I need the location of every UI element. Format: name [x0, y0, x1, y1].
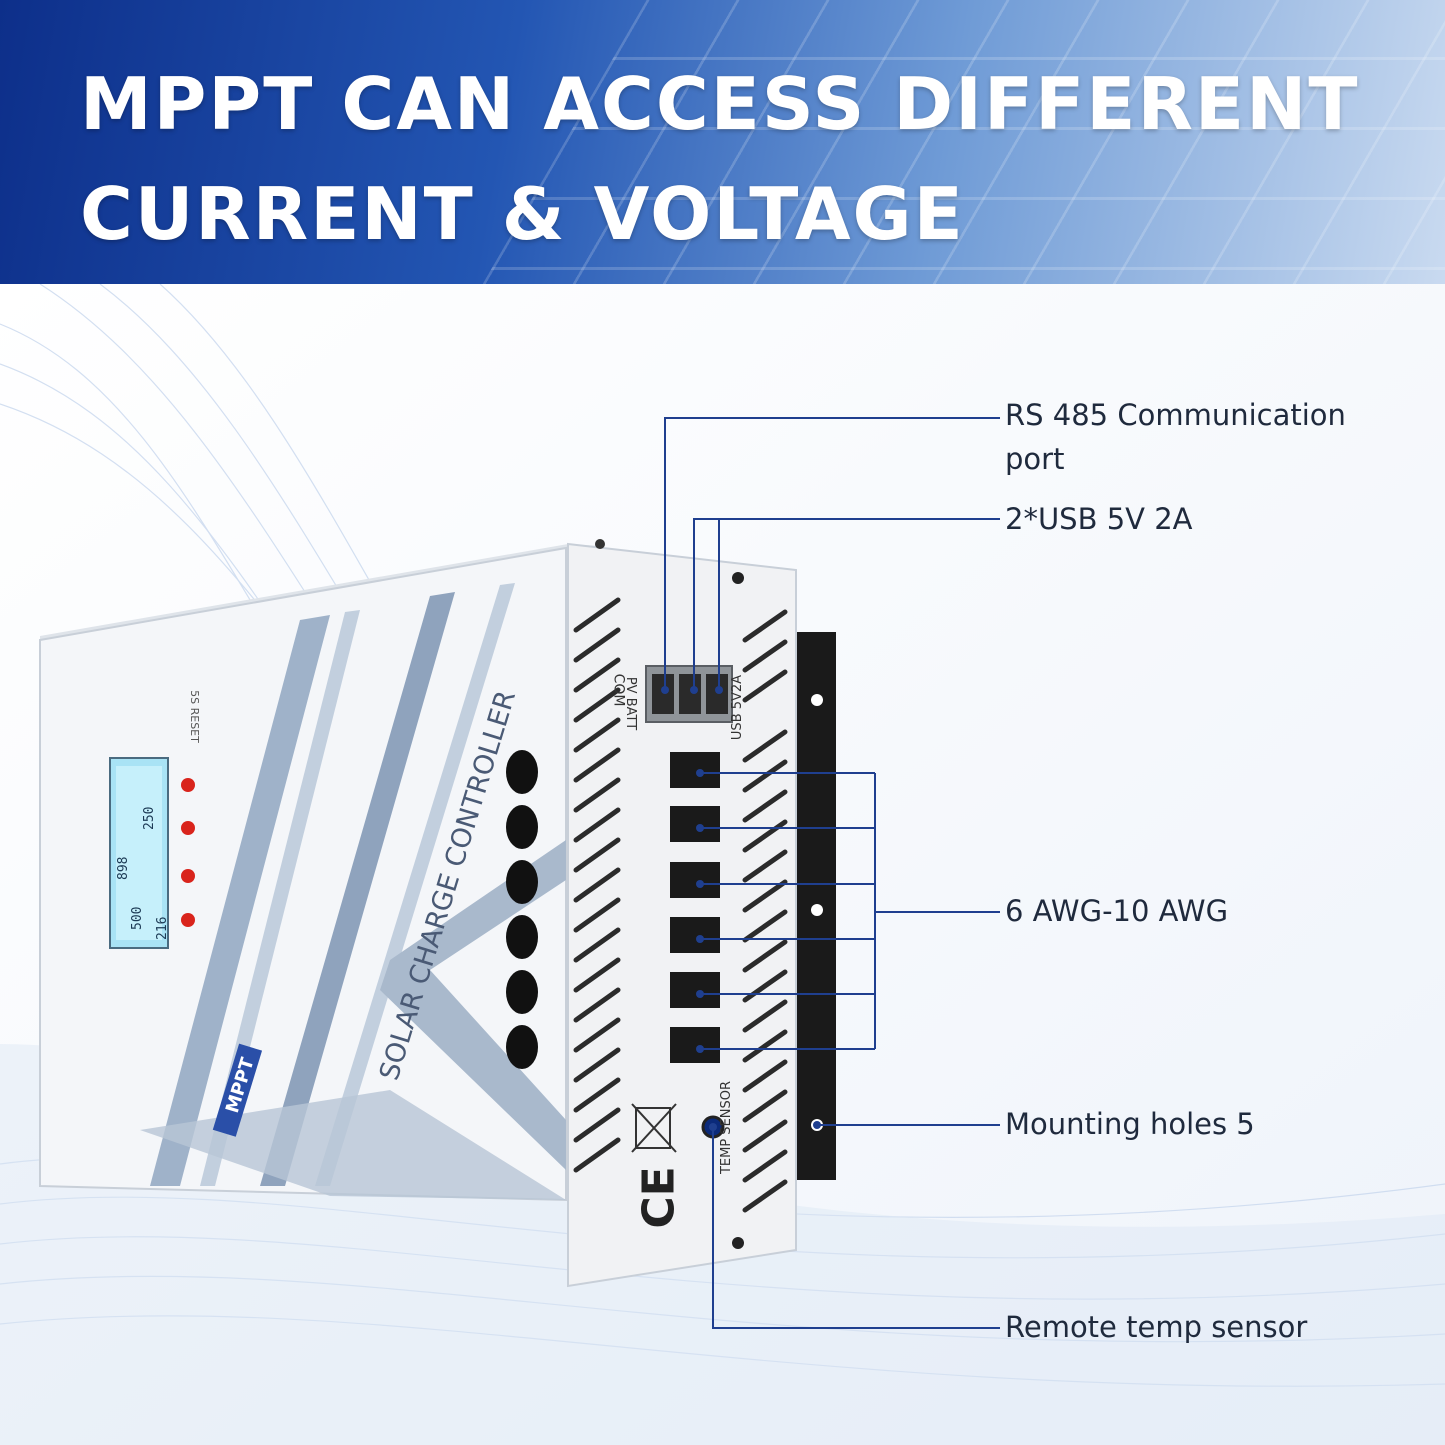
port-label-usb: USB 5V2A [730, 674, 746, 741]
lcd-value-4: 216 [155, 916, 170, 940]
lcd-display [109, 757, 169, 949]
mppt-controller-image [39, 539, 836, 1288]
lcd-value-1: 898 [116, 856, 131, 880]
header-banner: MPPT CAN ACCESS DIFFERENT CURRENT & VOLT… [0, 0, 1445, 284]
button-4 [181, 913, 195, 927]
ce-mark: CE [633, 1166, 685, 1229]
callout-awg: 6 AWG-10 AWG [1005, 894, 1229, 928]
temp-sensor-label: TEMP SENSOR [719, 1080, 735, 1175]
mounting-hole-3 [811, 1119, 823, 1131]
communication-ports [645, 665, 733, 723]
mounting-bracket [796, 632, 836, 1180]
page-title-line-2: CURRENT & VOLTAGE [80, 172, 965, 256]
callout-rs485: RS 485 Communication [1005, 398, 1346, 432]
control-buttons [181, 778, 195, 927]
reset-label: 5S RESET [187, 690, 201, 743]
callout-usb: 2*USB 5V 2A [1005, 502, 1193, 536]
front-decorative-stripes [140, 583, 566, 1200]
page-title-line-1: MPPT CAN ACCESS DIFFERENT [80, 62, 1360, 146]
callout-rs485-line2: port [1005, 442, 1065, 476]
mppt-badge [212, 1043, 263, 1137]
button-3 [181, 869, 195, 883]
wire-terminals [670, 752, 720, 1063]
port-label-pv: PV BATT [623, 676, 639, 731]
lcd-value-2: 500 [130, 906, 145, 930]
callout-mounting-holes: Mounting holes 5 [1005, 1107, 1255, 1141]
mounting-hole-2 [811, 904, 823, 916]
button-2 [181, 821, 195, 835]
callout-temp-sensor: Remote temp sensor [1005, 1310, 1308, 1344]
mounting-hole-1 [811, 694, 823, 706]
terminal-knobs [506, 750, 538, 1069]
button-1 [181, 778, 195, 792]
lcd-value-3: 250 [142, 806, 157, 830]
weee-bin-icon [631, 1103, 677, 1153]
